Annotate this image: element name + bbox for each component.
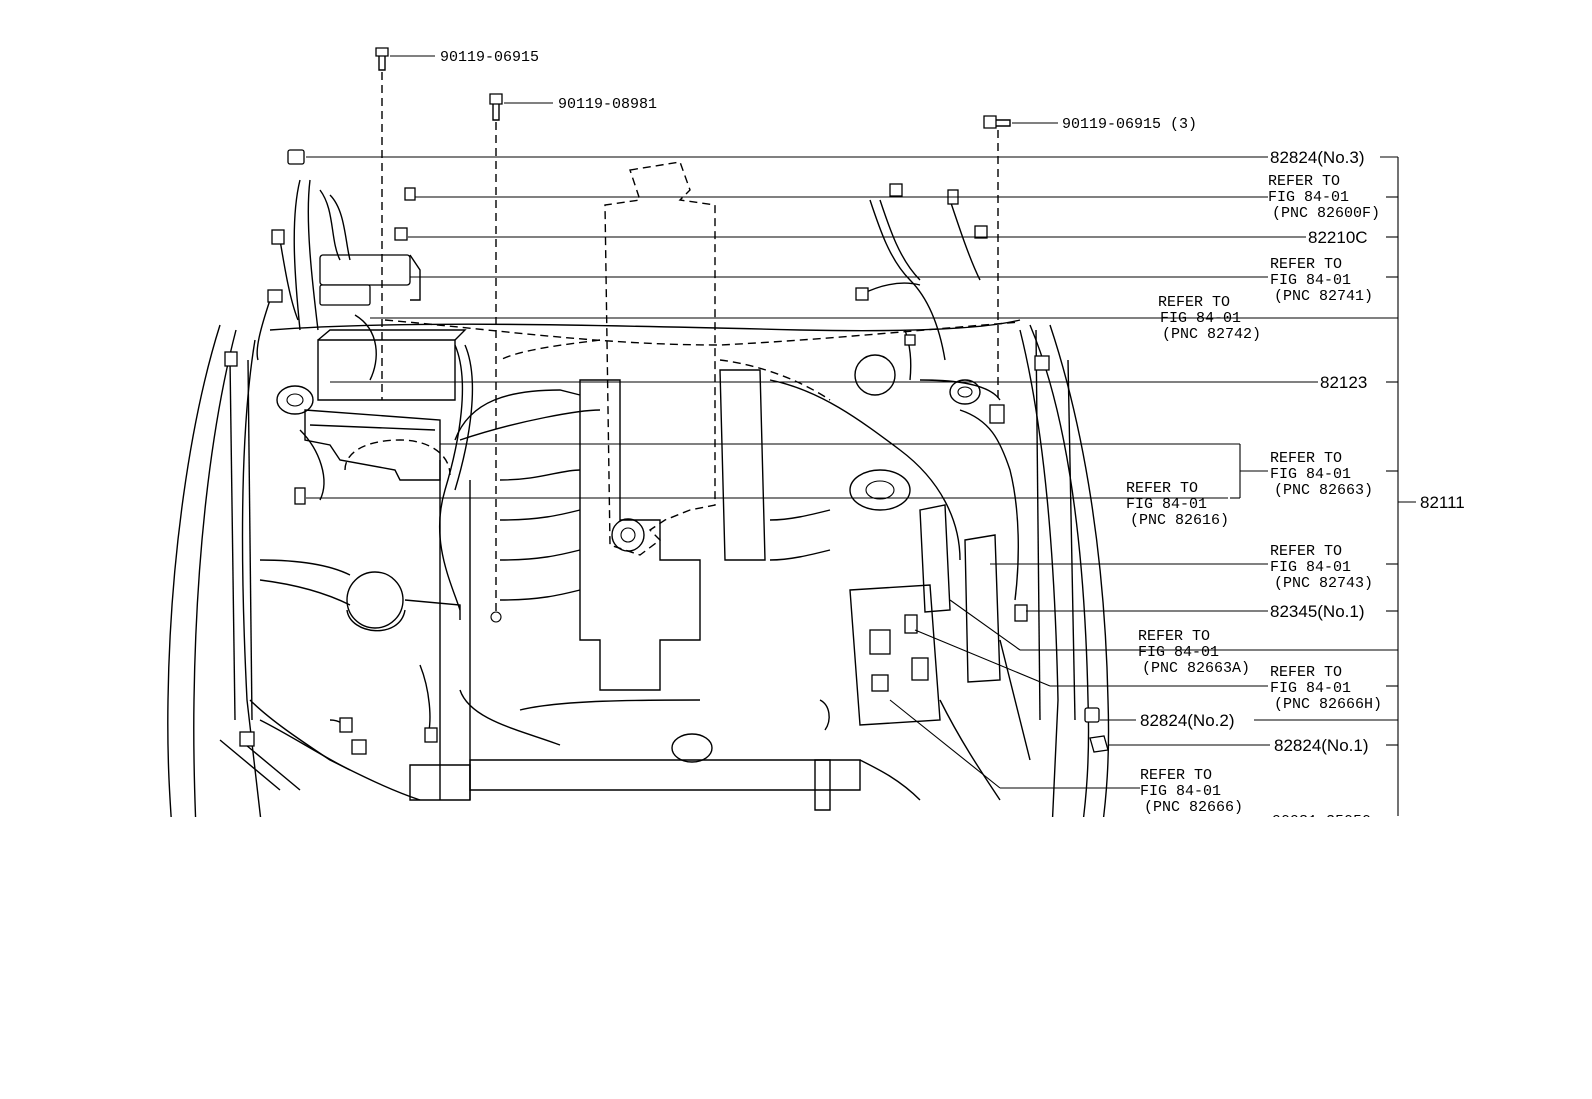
svg-text:(PNC 82742): (PNC 82742): [1162, 326, 1261, 343]
svg-text:REFER TO: REFER TO: [1158, 294, 1230, 311]
svg-text:(PNC 82600F): (PNC 82600F): [1272, 205, 1380, 222]
svg-text:REFER TO: REFER TO: [1138, 628, 1210, 645]
part-number-label: 82111: [1420, 493, 1465, 512]
cropped-callout: 90981-35050: [1272, 813, 1371, 830]
reference-note: REFER TO FIG 84-01 (PNC 82666H): [1270, 664, 1382, 713]
part-number-label: 90119-06915: [440, 49, 539, 66]
svg-text:REFER TO: REFER TO: [1270, 256, 1342, 273]
svg-text:FIG 84-01: FIG 84-01: [1138, 644, 1219, 661]
svg-text:REFER TO: REFER TO: [1270, 543, 1342, 560]
reference-note: REFER TO FIG 84-01 (PNC 82616): [1126, 480, 1229, 529]
svg-text:REFER TO: REFER TO: [1126, 480, 1198, 497]
part-number-label: 82824(No.1): [1274, 736, 1369, 755]
svg-text:(PNC 82663): (PNC 82663): [1274, 482, 1373, 499]
callout-labels: 90119-06915 90119-08981 90119-06915 (3) …: [440, 49, 1465, 830]
part-number-label: 82345(No.1): [1270, 602, 1365, 621]
part-number-label: 82123: [1320, 373, 1367, 392]
svg-text:(PNC 82663A): (PNC 82663A): [1142, 660, 1250, 677]
bolt-icon: [489, 93, 503, 121]
part-number-label: 82824(No.2): [1140, 711, 1235, 730]
engine-bay-drawing: [167, 47, 1110, 831]
reference-note: REFER TO FIG 84-01 (PNC 82663): [1270, 450, 1373, 499]
svg-text:REFER TO: REFER TO: [1270, 450, 1342, 467]
svg-text:REFER TO: REFER TO: [1140, 767, 1212, 784]
svg-text:FIG 84-01: FIG 84-01: [1270, 272, 1351, 289]
reference-note: REFER TO FIG 84-01 (PNC 82742): [1158, 294, 1261, 343]
svg-text:FIG 84-01: FIG 84-01: [1126, 496, 1207, 513]
blank-area: [0, 817, 1592, 1099]
reference-note: REFER TO FIG 84-01 (PNC 82666): [1140, 767, 1243, 816]
part-number-label: 90119-08981: [558, 96, 657, 113]
svg-text:(PNC 82741): (PNC 82741): [1274, 288, 1373, 305]
reference-note: REFER TO FIG 84-01 (PNC 82600F): [1268, 173, 1380, 222]
reference-note: REFER TO FIG 84-01 (PNC 82743): [1270, 543, 1373, 592]
part-number-label: 82824(No.3): [1270, 148, 1365, 167]
leader-lines: [306, 55, 1416, 816]
reference-note: REFER TO FIG 84-01 (PNC 82741): [1270, 256, 1373, 305]
svg-text:(PNC 82666H): (PNC 82666H): [1274, 696, 1382, 713]
svg-text:(PNC 82616): (PNC 82616): [1130, 512, 1229, 529]
svg-text:(PNC 82743): (PNC 82743): [1274, 575, 1373, 592]
part-number-label: 90119-06915 (3): [1062, 116, 1197, 133]
svg-text:FIG 84-01: FIG 84-01: [1160, 310, 1241, 327]
svg-text:90981-35050: 90981-35050: [1272, 813, 1371, 830]
svg-text:REFER TO: REFER TO: [1268, 173, 1340, 190]
svg-text:FIG 84-01: FIG 84-01: [1270, 466, 1351, 483]
svg-text:FIG 84-01: FIG 84-01: [1270, 559, 1351, 576]
reference-note: REFER TO FIG 84-01 (PNC 82663A): [1138, 628, 1250, 677]
bolt-icon: [375, 47, 389, 71]
svg-text:FIG 84-01: FIG 84-01: [1268, 189, 1349, 206]
svg-text:FIG 84-01: FIG 84-01: [1270, 680, 1351, 697]
svg-text:REFER TO: REFER TO: [1270, 664, 1342, 681]
svg-text:FIG 84-01: FIG 84-01: [1140, 783, 1221, 800]
bolt-icon: [983, 115, 1011, 129]
part-number-label: 82210C: [1308, 228, 1368, 247]
svg-text:(PNC 82666): (PNC 82666): [1144, 799, 1243, 816]
